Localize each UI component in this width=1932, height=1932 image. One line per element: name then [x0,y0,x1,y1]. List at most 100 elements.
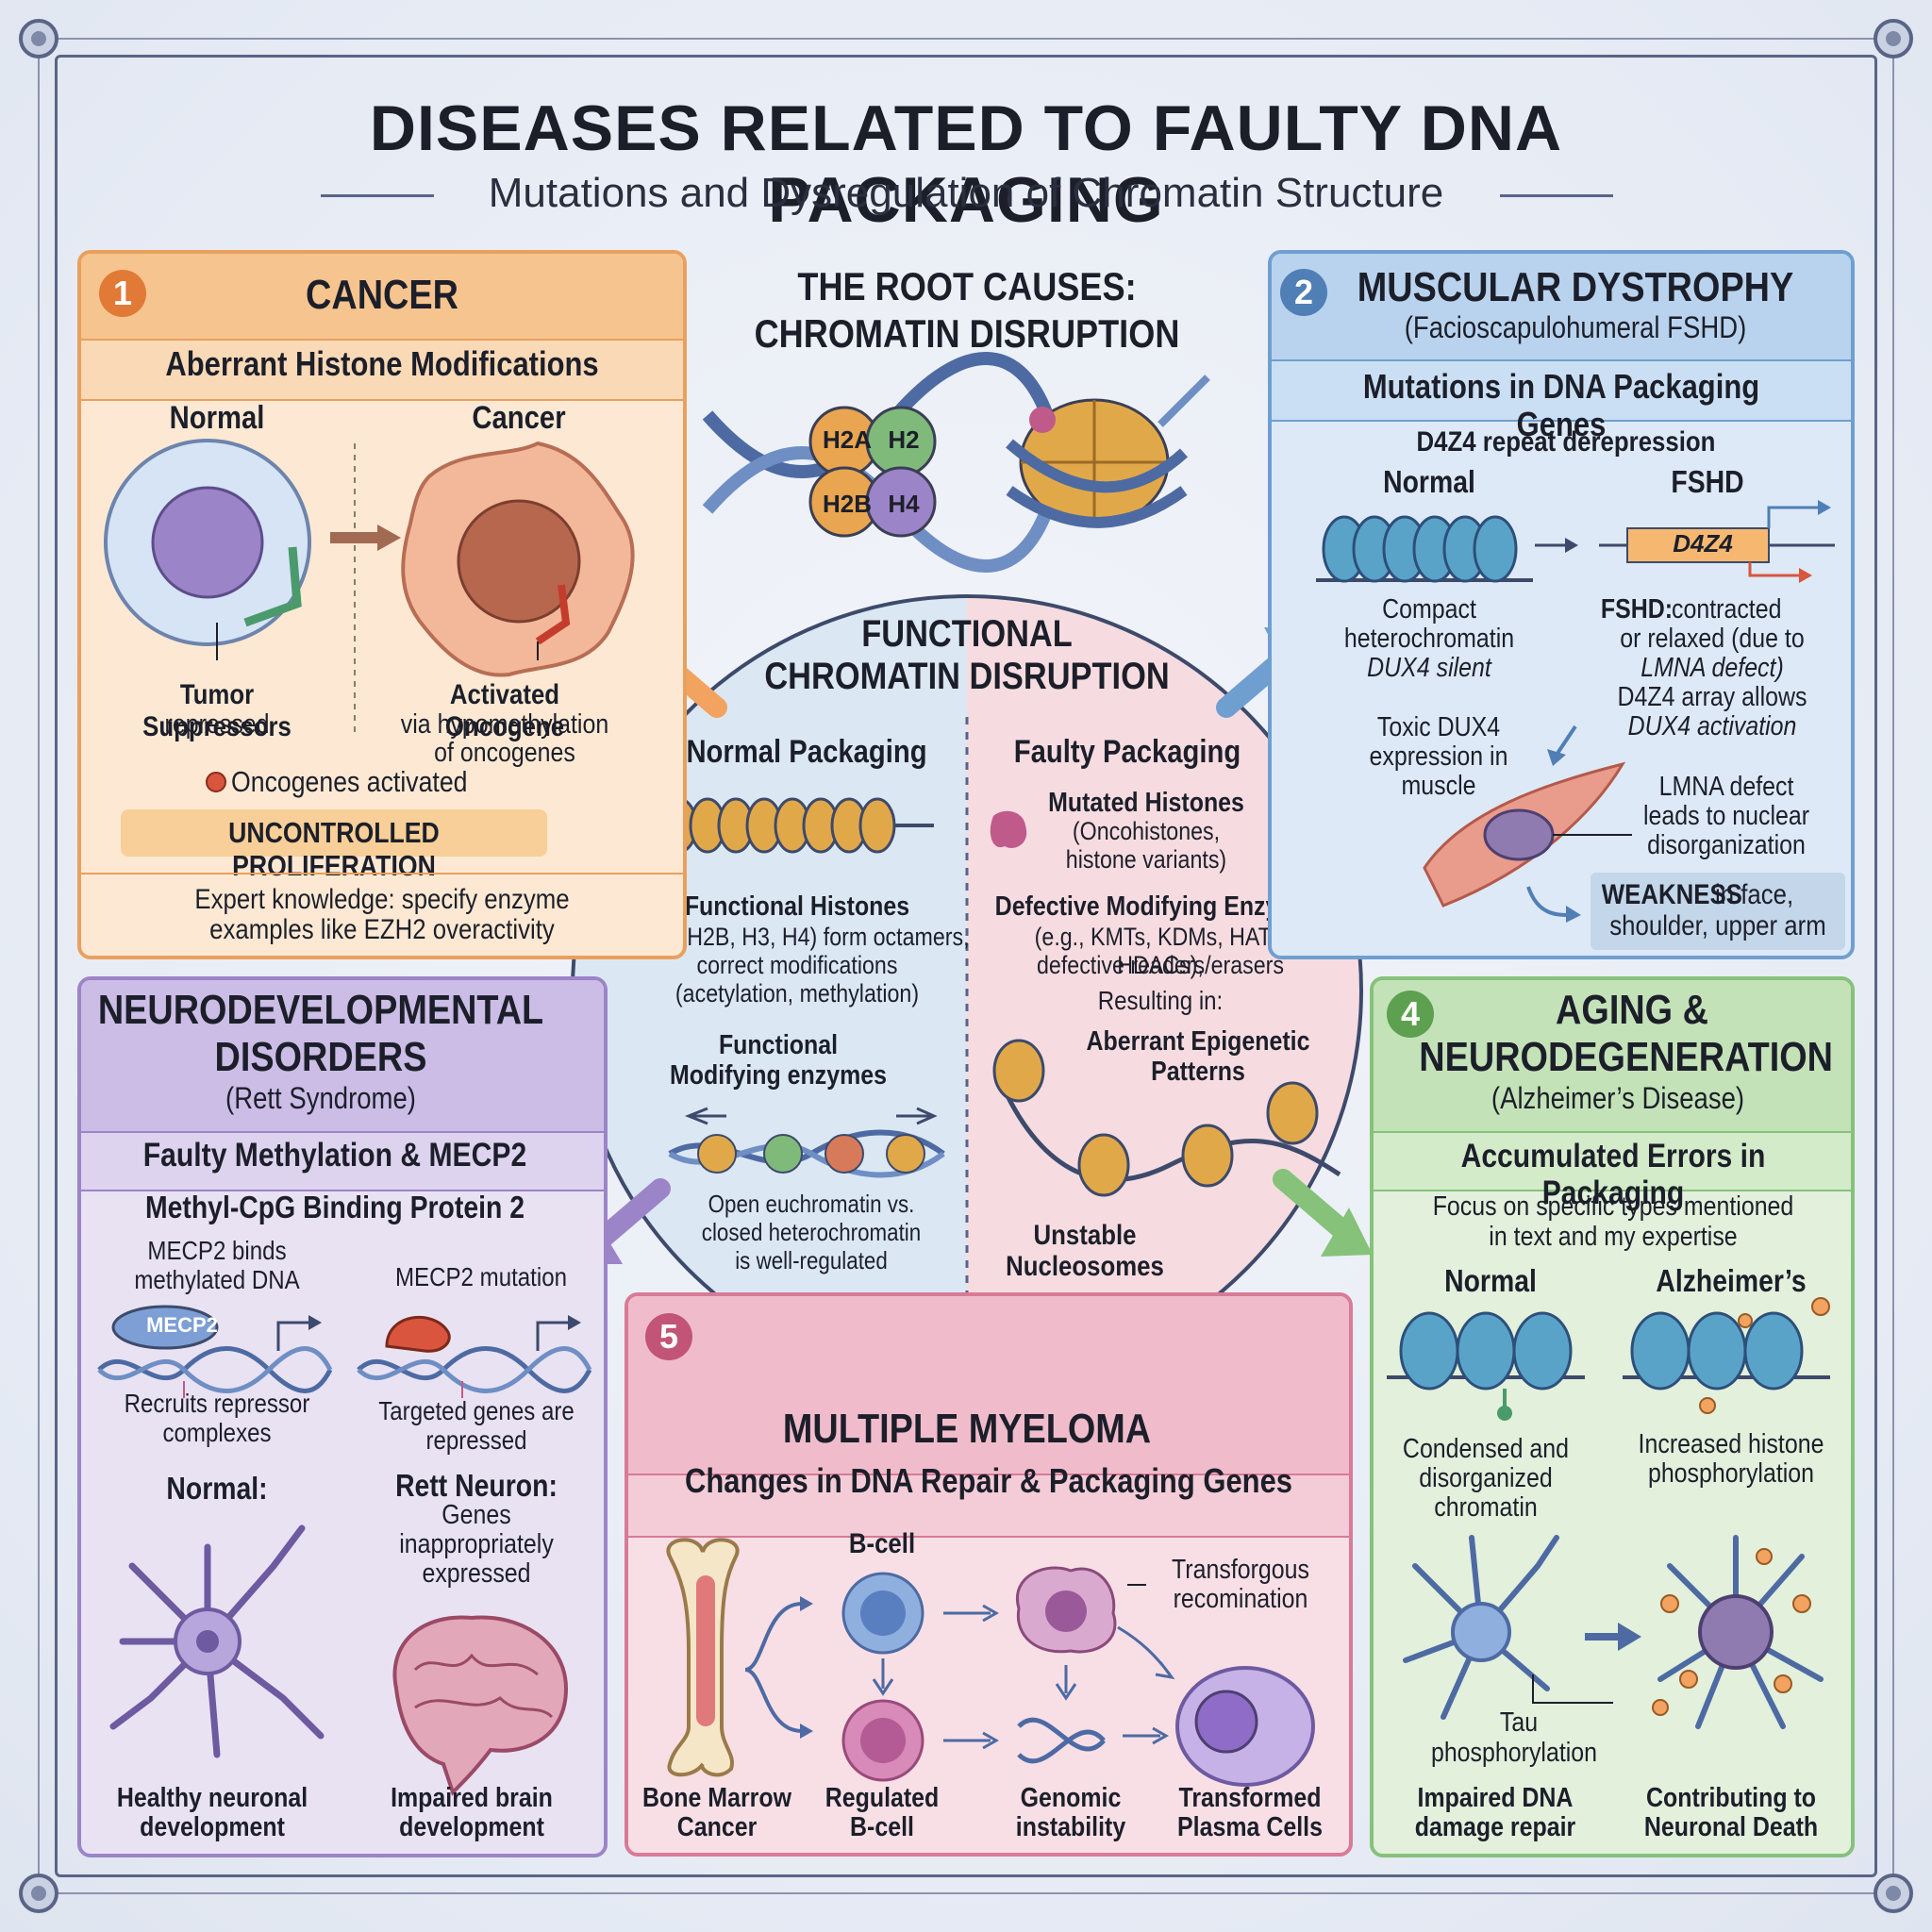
open-euchromatin-line2: closed heterochromatin [701,1218,922,1246]
fshd-line3: LMNA defect) [1641,653,1784,683]
aging-number-badge: 4 [1387,991,1434,1038]
impaired-dna-line2: damage repair [1414,1812,1576,1842]
mutated-histone-icon [990,810,1027,848]
aging-subheader [1374,1131,1851,1191]
myeloma-sub-heading: Changes in DNA Repair & Packaging Genes [684,1461,1293,1500]
functional-histones-line2: correct modifications [696,951,898,979]
targeted-line2: repressed [425,1425,527,1455]
fshd-line2: or relaxed (due to [1620,624,1805,654]
mecp2-binds-line2: methylated DNA [134,1265,300,1294]
toxic-line3: muscle [1401,771,1476,801]
mecp2-mutation-label: MECP2 mutation [394,1262,567,1291]
d4z4-heading: D4Z4 repeat derepression [1416,426,1716,458]
aging-sub-heading: Accumulated Errors in Packaging [1460,1138,1766,1212]
bone-marrow-line1: Bone Marrow [642,1783,791,1813]
myeloma-header [628,1296,1349,1474]
myeloma-number-badge: 5 [645,1313,692,1360]
toxic-line1: Toxic DUX4 [1376,712,1501,742]
d4z4-box-label: D4Z4 [1673,529,1733,558]
corner-rivet-icon [19,1874,58,1913]
aberrant-patterns-line1: Aberrant Epigenetic [1086,1026,1310,1057]
healthy-line2: development [140,1812,285,1842]
regulated-line1: Regulated [824,1783,940,1813]
cancer-title: CANCER [306,272,458,318]
cancer-subheader [81,339,683,401]
weakness-line1: in face, [1715,879,1794,910]
cancer-cell-illustration [104,439,635,736]
faulty-packaging-heading: Faulty Packaging [1013,734,1241,770]
impaired-brain-line2: development [399,1812,544,1842]
weakness-badge [1591,873,1845,950]
cancer-divider [81,873,683,874]
myeloma-subheader [628,1474,1349,1538]
compact-line2: heterochromatin [1343,624,1515,654]
mutated-histones-line2: histone variants) [1065,845,1227,874]
subtitle-rule [321,194,434,197]
healthy-line1: Healthy neuronal [116,1783,308,1813]
root-title-1: THE ROOT CAUSES: [797,264,1137,308]
neuro-title-1: NEURODEVELOPMENTAL [97,987,544,1033]
plasma-line2: Plasma Cells [1177,1812,1323,1842]
cancer-cancer-label: Cancer [472,400,566,436]
mutated-histones-title: Mutated Histones [1048,788,1244,818]
center-title-1: FUNCTIONAL [861,613,1073,655]
tumor-suppressors-sub: repressed [164,709,270,740]
cancer-normal-label: Normal [169,400,265,436]
condensed-line3: chromatin [1434,1492,1538,1523]
unstable-nucleosomes-line1: Unstable [1033,1220,1137,1251]
toxic-line2: expression in [1369,741,1508,772]
fshd-line1b: contracted [1672,594,1782,625]
targeted-line1: Targeted genes are [378,1396,575,1425]
lmna-line3: disorganization [1647,830,1806,860]
page-title: DISEASES RELATED TO FAULTY DNA PACKAGING [369,92,1563,237]
neuronal-death-line2: Neuronal Death [1643,1812,1819,1842]
inner-frame [55,55,1877,1877]
activated-oncogene-line2: of oncogenes [434,738,575,768]
aging-header [1374,980,1851,1131]
impaired-dna-line1: Impaired DNA [1417,1783,1574,1813]
uncontrolled-proliferation-label: UNCONTROLLED PROLIFERATION [228,816,440,882]
chromatin-fiber-icon [651,797,934,854]
cancer-number-badge: 1 [99,270,146,317]
mecp2-binding-illustration [97,1305,592,1398]
tau-line2: phosphorylation [1430,1738,1598,1768]
lmna-line1: LMNA defect [1658,772,1794,802]
neuro-header [81,980,604,1131]
rett-line3: expressed [422,1558,531,1589]
recruits-line2: complexes [162,1418,272,1447]
mecp2-protein-tag: MECP2 [146,1313,218,1337]
condensed-line2: disorganized [1419,1463,1553,1493]
functional-histones-title: Functional Histones [684,891,910,922]
bone-marrow-line2: Cancer [676,1812,758,1842]
recruits-line1: Recruits repressor [124,1389,310,1418]
functional-enzymes-line1: Functional [718,1030,839,1060]
aging-subtitle: (Alzheimer’s Disease) [1491,1081,1745,1115]
cancer-subtitle: Aberrant Histone Modifications [165,344,599,383]
neuron-brain-illustration [109,1524,569,1796]
lmna-line2: leads to nuclear [1642,801,1810,831]
condensed-line1: Condensed and [1402,1434,1570,1464]
d4z4-repeat-illustration [1316,500,1835,583]
compact-line3: DUX4 silent [1367,653,1491,683]
mecp2-binds-line1: MECP2 binds [147,1236,287,1265]
neurodegeneration-illustration [1403,1535,1824,1729]
defective-enzymes-line1: (e.g., KMTs, KDMs, HATs, HDACs), [1034,923,1287,980]
histone-h2b-label: H2B [822,490,872,518]
activated-oncogene-title: Activated Oncogene [444,679,565,742]
normal-packaging-heading: Normal Packaging [686,734,927,770]
md-header [1272,254,1851,359]
aging-normal-label: Normal [1444,1263,1537,1298]
phos-line2: phosphorylation [1647,1458,1815,1489]
weakness-bold: WEAKNESS [1601,879,1742,910]
defective-enzymes-line2: defective readers/erasers [1036,951,1285,979]
tumor-suppressors-title: Tumor Suppressors [142,679,291,742]
mecp2-protein-label: Methyl-CpG Binding Protein 2 [144,1190,525,1224]
cancer-header [81,254,683,339]
b-cell-label: B-cell [848,1528,916,1559]
md-sub-heading: Mutations in DNA Packaging Genes [1362,367,1760,444]
unstable-nucleosomes-line2: Nucleosomes [1006,1251,1164,1282]
aging-title-1: AGING & [1556,987,1708,1033]
md-subheader [1272,359,1851,422]
aging-chromatin-illustration [1387,1297,1830,1421]
activated-oncogene-line1: via hypomethylation [400,709,609,740]
